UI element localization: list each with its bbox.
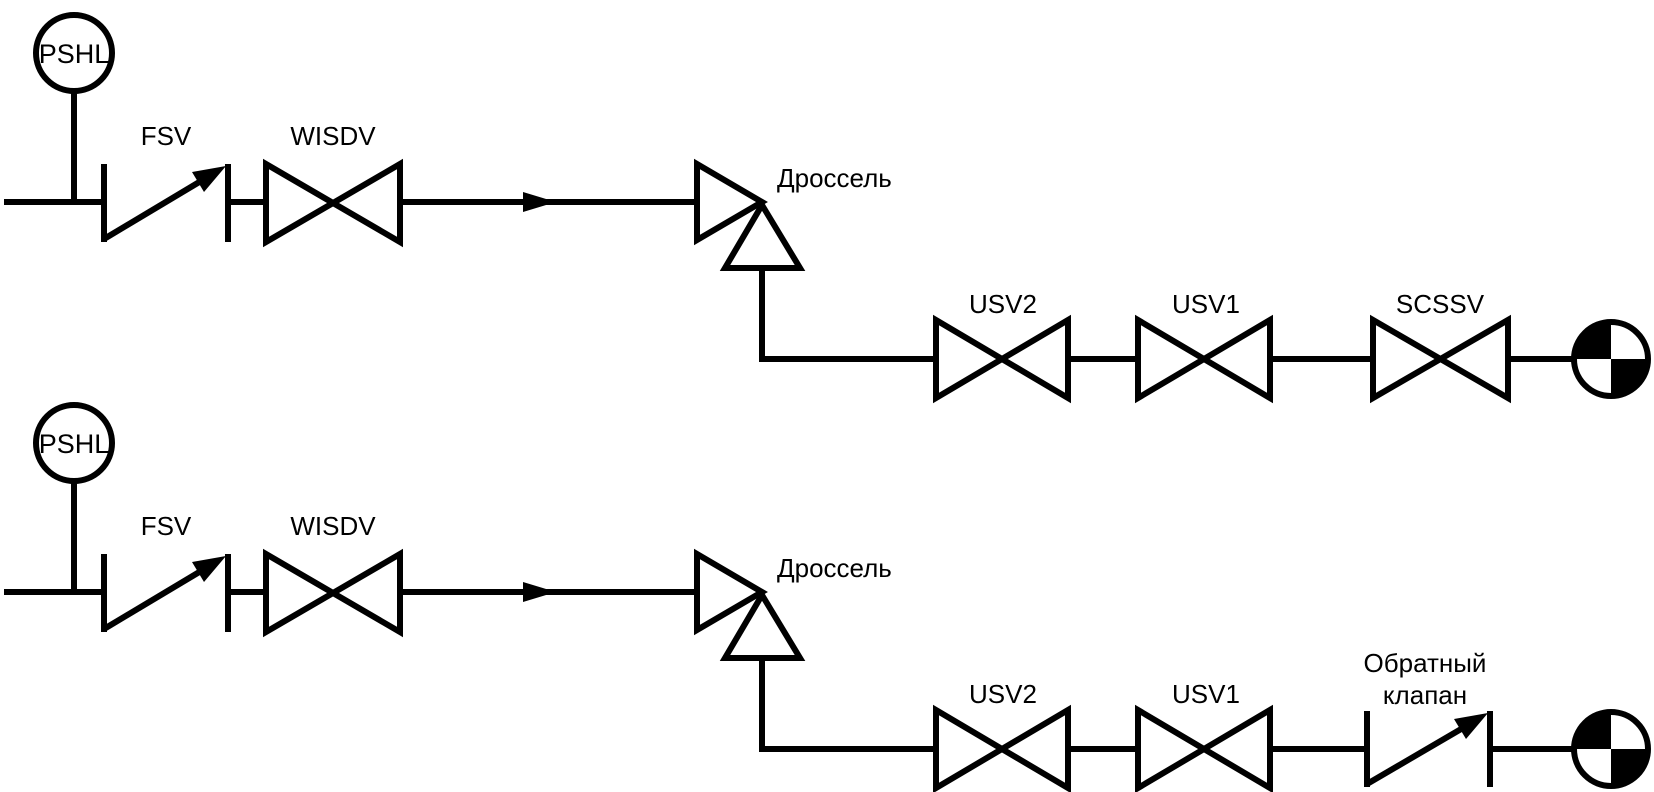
gate-valve-usv1[interactable]: USV1 bbox=[1135, 289, 1273, 404]
gate-valve-body bbox=[263, 158, 403, 248]
pipe-choke-usv2 bbox=[759, 268, 936, 362]
gate-valve-body bbox=[933, 314, 1071, 404]
well-quadrant-bottom-right bbox=[1611, 359, 1648, 396]
instrument-bubble bbox=[33, 12, 115, 94]
flow-direction-arrow bbox=[523, 582, 556, 602]
gate-valve-scssv[interactable]: SCSSV bbox=[1370, 289, 1511, 404]
gate-valve-usv2[interactable]: USV2 bbox=[933, 289, 1071, 404]
instrument-label: PSHL bbox=[39, 39, 110, 69]
well-quadrant-bottom-right bbox=[1611, 749, 1648, 786]
valve-label-line-1: Обратный bbox=[1364, 648, 1487, 678]
check-valve-fsv[interactable]: FSV bbox=[101, 121, 231, 242]
choke-triangle-inlet bbox=[694, 548, 768, 636]
choke-drossel[interactable]: Дроссель bbox=[694, 158, 892, 271]
gate-valve-body bbox=[263, 548, 403, 638]
check-valve-disc bbox=[102, 565, 208, 632]
well-quadrant-top-left bbox=[1574, 712, 1611, 749]
gate-valve-usv1[interactable]: USV1 bbox=[1135, 679, 1273, 792]
check-valve-arrowhead bbox=[192, 166, 226, 192]
valve-label: USV1 bbox=[1172, 679, 1240, 709]
valve-label: WISDV bbox=[290, 121, 376, 151]
gate-valve-wisdv[interactable]: WISDV bbox=[263, 121, 403, 248]
choke-label: Дроссель bbox=[777, 163, 892, 193]
gate-valve-body bbox=[1135, 314, 1273, 404]
choke-label: Дроссель bbox=[777, 553, 892, 583]
gate-valve-body bbox=[933, 704, 1071, 792]
check-valve-arrowhead bbox=[192, 556, 226, 582]
valve-label: SCSSV bbox=[1396, 289, 1485, 319]
check-valve-disc bbox=[102, 175, 208, 242]
instrument-label: PSHL bbox=[39, 429, 110, 459]
well-symbol[interactable] bbox=[1571, 709, 1651, 789]
well-symbol[interactable] bbox=[1571, 319, 1651, 399]
valve-label: FSV bbox=[141, 511, 192, 541]
flow-direction-arrow bbox=[523, 192, 556, 212]
choke-triangle-outlet bbox=[719, 589, 806, 661]
choke-triangle-inlet bbox=[694, 158, 768, 246]
check-valve-obratny-klapan[interactable]: Обратный клапан bbox=[1364, 648, 1493, 787]
check-valve-arrowhead bbox=[1454, 713, 1488, 739]
well-quadrant-top-left bbox=[1574, 322, 1611, 359]
pressure-switch-pshl[interactable]: PSHL bbox=[33, 12, 115, 202]
pipe-choke-usv2 bbox=[759, 658, 936, 752]
flow-line-2: PSHL FSV WISDV Дроссель USV2 bbox=[4, 402, 1651, 792]
flow-line-1: PSHL FSV WISDV Дроссель USV2 bbox=[4, 12, 1651, 404]
valve-label: WISDV bbox=[290, 511, 376, 541]
choke-drossel[interactable]: Дроссель bbox=[694, 548, 892, 661]
gate-valve-wisdv[interactable]: WISDV bbox=[263, 511, 403, 638]
valve-label: USV2 bbox=[969, 289, 1037, 319]
instrument-bubble bbox=[33, 402, 115, 484]
valve-label-line-2: клапан bbox=[1383, 680, 1467, 710]
check-valve-fsv[interactable]: FSV bbox=[101, 511, 231, 632]
valve-label: USV1 bbox=[1172, 289, 1240, 319]
pressure-switch-pshl[interactable]: PSHL bbox=[33, 402, 115, 592]
choke-triangle-outlet bbox=[719, 199, 806, 271]
valve-label: USV2 bbox=[969, 679, 1037, 709]
check-valve-disc bbox=[1365, 722, 1470, 787]
gate-valve-usv2[interactable]: USV2 bbox=[933, 679, 1071, 792]
gate-valve-body bbox=[1135, 704, 1273, 792]
valve-label: FSV bbox=[141, 121, 192, 151]
gate-valve-body bbox=[1370, 314, 1511, 404]
